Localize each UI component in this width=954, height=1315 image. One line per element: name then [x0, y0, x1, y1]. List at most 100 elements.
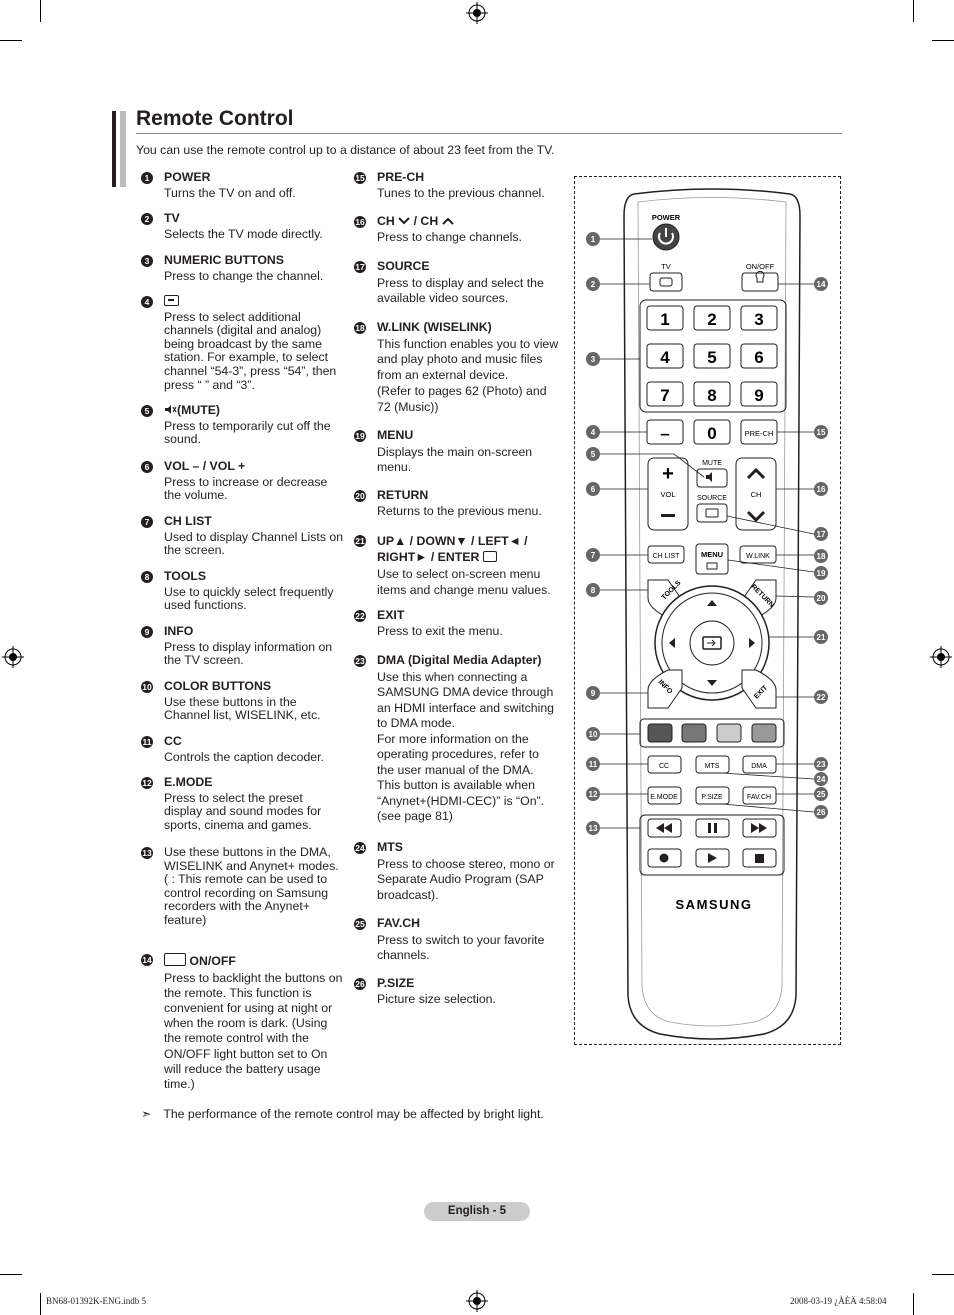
color-button-c[interactable]: [716, 723, 742, 743]
digit-0-button[interactable]: [693, 419, 731, 445]
ch-rocker[interactable]: [735, 457, 777, 531]
item-number: 15: [354, 172, 366, 184]
cc-label: CC: [659, 763, 669, 770]
svg-text:9: 9: [591, 689, 596, 698]
fav-ch-label: FAV.CH: [747, 794, 771, 801]
source-button[interactable]: [696, 503, 728, 523]
crop-mark: [40, 1293, 41, 1315]
item-text: Press to switch to your favorite channel…: [377, 932, 545, 963]
color-button-a[interactable]: [647, 723, 673, 743]
exit-button[interactable]: [741, 669, 777, 709]
crop-mark: [932, 1274, 954, 1275]
fast-forward-icon: [751, 823, 767, 833]
digit-0: 0: [707, 424, 716, 443]
mute-icon: [165, 405, 177, 414]
dma-button[interactable]: [742, 755, 777, 774]
item-text: Press to backlight the buttons on the re…: [164, 970, 343, 1092]
stop-icon: [755, 854, 764, 863]
fav-ch-button[interactable]: [742, 786, 777, 805]
item-number: 24: [354, 842, 366, 854]
menu-button[interactable]: [695, 543, 729, 575]
item-text: Picture size selection.: [377, 991, 496, 1006]
info-button[interactable]: [647, 669, 683, 709]
remote-control-illustration: POWER TV ON/OFF 1 2 3 4 5 6 7 8 9 – 0 PR…: [586, 188, 828, 1040]
item-number: 23: [354, 655, 366, 667]
item-exit: 22 EXIT Press to exit the menu.: [354, 608, 559, 641]
mts-button[interactable]: [695, 755, 730, 774]
w-link-label: W.LINK: [746, 553, 770, 560]
cc-button[interactable]: [647, 755, 682, 774]
mute-label: MUTE: [702, 460, 722, 467]
item-heading: INFO: [164, 624, 194, 638]
registration-mark-icon: [466, 2, 488, 24]
svg-text:25: 25: [817, 790, 826, 799]
item-heading: NUMERIC BUTTONS: [164, 253, 285, 267]
svg-text:10: 10: [589, 730, 598, 739]
item-text: Selects the TV mode directly.: [164, 226, 323, 241]
ch-list-button[interactable]: [647, 545, 685, 564]
item-emode: 12 E.MODE Press to select the preset dis…: [141, 775, 344, 835]
item-heading: FAV.CH: [377, 916, 421, 930]
digit-6-button[interactable]: [740, 343, 778, 369]
item-number: 21: [354, 535, 366, 547]
source-label: SOURCE: [697, 495, 727, 502]
arrow-bullet-icon: ➣: [141, 1107, 152, 1121]
w-link-button[interactable]: [739, 545, 777, 564]
item-heading: UP▲ / DOWN▼ / LEFT◄ / RIGHT► / ENTER: [377, 534, 528, 564]
light-bulb-icon: [164, 953, 186, 966]
p-size-button[interactable]: [695, 786, 730, 805]
menu-label: MENU: [701, 550, 723, 559]
title-divider: [136, 133, 842, 134]
item-tools: 8 TOOLS Use to quickly select frequently…: [141, 569, 344, 616]
dma-label: DMA: [751, 763, 767, 770]
svg-text:18: 18: [817, 552, 826, 561]
item-text: Returns to the previous menu.: [377, 503, 542, 518]
item-onoff: 14 ON/OFF Press to backlight the buttons…: [141, 953, 344, 1095]
dash-label: –: [660, 424, 669, 443]
item-number: 4: [141, 296, 153, 308]
tv-label: TV: [661, 262, 671, 271]
down-arrow-icon: [707, 680, 717, 686]
svg-text:16: 16: [817, 485, 826, 494]
item-heading: DMA (Digital Media Adapter): [377, 653, 542, 667]
color-button-b[interactable]: [681, 723, 707, 743]
pause-button[interactable]: [695, 818, 730, 838]
item-number: 22: [354, 610, 366, 622]
digit-7-button[interactable]: [646, 381, 684, 407]
e-mode-button[interactable]: [647, 786, 682, 805]
color-button-d[interactable]: [751, 723, 777, 743]
digit-5-button[interactable]: [693, 343, 731, 369]
item-heading: SOURCE: [377, 259, 430, 273]
svg-text:26: 26: [817, 808, 826, 817]
svg-text:20: 20: [817, 594, 826, 603]
registration-mark-icon: [466, 1290, 488, 1312]
vol-rocker[interactable]: [647, 457, 689, 531]
item-number: 11: [141, 736, 153, 748]
item-dma: 23 DMA (Digital Media Adapter) Use this …: [354, 653, 559, 828]
digit-4-button[interactable]: [646, 343, 684, 369]
digit-9-button[interactable]: [740, 381, 778, 407]
power-label: POWER: [652, 213, 681, 222]
item-text: (Refer to pages 62 (Photo) and 72 (Music…: [377, 384, 547, 414]
crop-mark: [932, 40, 954, 41]
e-mode-label: E.MODE: [650, 794, 678, 801]
digit-1-button[interactable]: [646, 305, 684, 331]
enter-icon: [482, 550, 497, 562]
item-heading: VOL – / VOL +: [164, 459, 246, 473]
item-number: 14: [141, 954, 153, 966]
right-arrow-icon: [749, 638, 755, 648]
digit-4: 4: [660, 348, 670, 367]
tv-button[interactable]: [649, 272, 683, 292]
crop-mark: [40, 0, 41, 22]
digit-2-button[interactable]: [693, 305, 731, 331]
item-text: Press to display and select the availabl…: [377, 275, 544, 306]
svg-text:12: 12: [589, 790, 598, 799]
digit-8-button[interactable]: [693, 381, 731, 407]
item-text: Use this when connecting a SAMSUNG DMA d…: [377, 669, 555, 731]
item-number: 13: [141, 847, 153, 859]
brand-logo: SAMSUNG: [676, 897, 753, 912]
crop-mark: [0, 1274, 22, 1275]
item-menu: 19 MENU Displays the main on-screen menu…: [354, 428, 559, 479]
digit-3-button[interactable]: [740, 305, 778, 331]
p-size-label: P.SIZE: [701, 794, 723, 801]
